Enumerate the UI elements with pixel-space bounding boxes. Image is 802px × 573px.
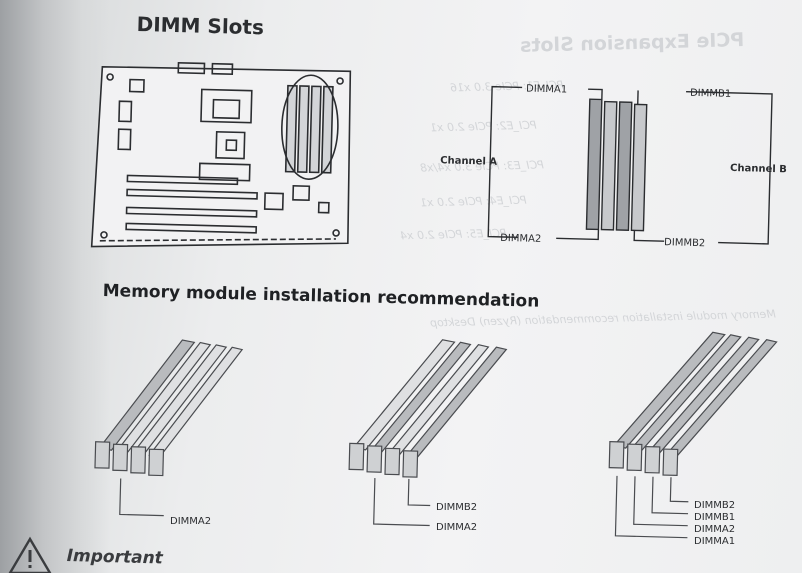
show-through-title: PCIe Expansion Slots: [519, 29, 745, 57]
recommendation-heading: Memory module installation recommendatio…: [102, 281, 540, 312]
config-four-modules-diagram: DIMMB2 DIMMB1 DIMMA2 DIMMA1: [608, 331, 778, 547]
slot-label-dimmb1: DIMMB1: [690, 88, 731, 100]
config-two-label-2: DIMMA2: [436, 522, 477, 533]
config-four-label-3: DIMMA2: [694, 524, 735, 535]
config-one-label: DIMMA2: [170, 516, 211, 527]
config-four-label-4: DIMMA1: [694, 536, 735, 547]
config-four-label-1: DIMMB2: [694, 500, 735, 511]
slot-label-dimma1: DIMMA1: [526, 84, 567, 96]
book-spine-shadow: [0, 0, 110, 573]
config-two-label-1: DIMMB2: [436, 502, 477, 513]
config-two-modules-diagram: DIMMB2 DIMMA2: [348, 339, 508, 533]
slot-label-dimma2: DIMMA2: [500, 233, 541, 245]
channel-b-label: Channel B: [730, 163, 787, 175]
slot-label-dimmb2: DIMMB2: [664, 237, 705, 249]
page-title: DIMM Slots: [136, 12, 265, 40]
dimm-channel-diagram: DIMMA1 DIMMB1 DIMMA2 DIMMB2 Channel A Ch…: [440, 84, 787, 250]
important-label: Important: [66, 546, 164, 569]
channel-a-label: Channel A: [440, 155, 497, 167]
config-four-label-2: DIMMB1: [694, 512, 735, 523]
warning-icon: [8, 536, 52, 573]
config-one-module-diagram: DIMMA2: [94, 339, 244, 527]
motherboard-illustration: [90, 61, 352, 248]
